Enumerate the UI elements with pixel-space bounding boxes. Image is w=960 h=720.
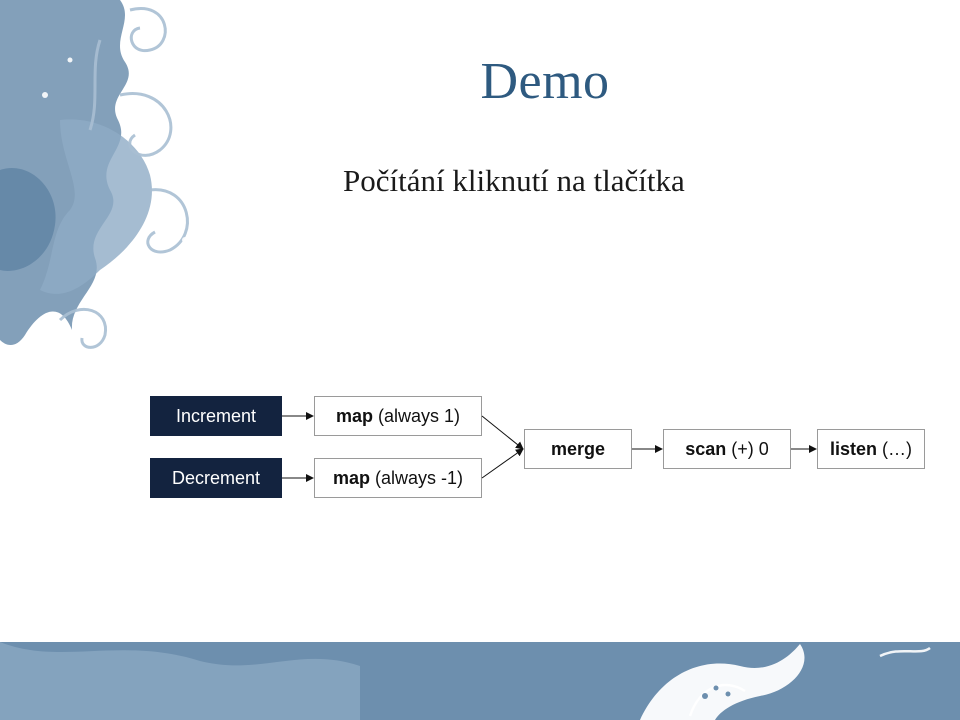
map-arg-label: (always -1) [375, 467, 464, 488]
scan-box: scan (+) 0 [663, 429, 791, 469]
listen-box: listen (…) [817, 429, 925, 469]
listen-op-label: listen [829, 438, 877, 459]
merge-box: merge [524, 429, 632, 469]
listen-arg-label: (…) [882, 438, 912, 459]
slide-title: Demo [480, 53, 610, 110]
decrement-label: Decrement [171, 467, 261, 488]
increment-source-box: Increment [150, 396, 282, 436]
arrow-map2-to-merge [481, 448, 524, 479]
arrow-map1-to-merge [481, 415, 524, 450]
floral-ornament-top-left [0, 0, 193, 349]
slide-subtitle: Počítání kliknutí na tlačítka [343, 163, 685, 198]
map-op-label: map [335, 405, 373, 426]
map-op-label: map [332, 467, 370, 488]
ornament-band-bottom [0, 642, 960, 720]
scan-arg-label: (+) 0 [731, 438, 769, 459]
decrement-source-box: Decrement [150, 458, 282, 498]
map-always-minus-1-box: map (always -1) [314, 458, 482, 498]
scan-op-label: scan [685, 438, 727, 459]
map-arg-label: (always 1) [377, 405, 461, 426]
increment-label: Increment [175, 405, 257, 426]
map-always-1-box: map (always 1) [314, 396, 482, 436]
merge-op-label: merge [550, 438, 606, 459]
